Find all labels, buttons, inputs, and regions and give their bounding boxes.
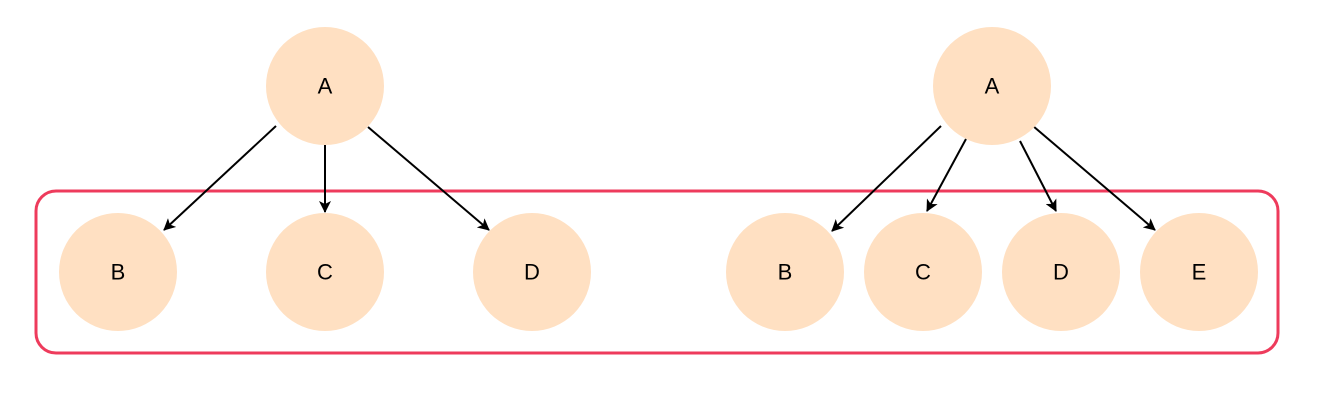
node-label: D — [524, 260, 540, 285]
node-label: B — [111, 260, 126, 285]
edge-tree2-a-to-c — [926, 138, 967, 212]
node-label: D — [1053, 260, 1069, 285]
node-circle — [266, 27, 384, 145]
edge-tree1-a-to-d — [367, 126, 490, 231]
node-circle — [473, 213, 591, 331]
tree-2-child-node-c: C — [864, 213, 982, 331]
tree-2-child-node-d: D — [1002, 213, 1120, 331]
edge-tree2-a-to-d — [1019, 140, 1057, 212]
node-circle — [1002, 213, 1120, 331]
node-label: A — [318, 74, 333, 99]
node-label: B — [778, 260, 793, 285]
edge-tree1-a-to-b — [163, 125, 277, 231]
node-circle — [266, 213, 384, 331]
node-circle — [726, 213, 844, 331]
tree-1-edges — [163, 125, 490, 231]
node-label: A — [985, 74, 1000, 99]
node-circle — [1140, 213, 1258, 331]
tree-1-root-node: A — [266, 27, 384, 145]
children-group-highlight — [34, 189, 1280, 355]
node-circle — [864, 213, 982, 331]
tree-2-child-node-b: B — [726, 213, 844, 331]
node-circle — [933, 27, 1051, 145]
node-label: C — [317, 260, 333, 285]
node-label: E — [1192, 260, 1207, 285]
tree-2-edges — [831, 125, 1156, 232]
edge-tree2-a-to-e — [1032, 125, 1156, 231]
node-circle — [59, 213, 177, 331]
tree-1-child-node-b: B — [59, 213, 177, 331]
tree-1-child-node-c: C — [266, 213, 384, 331]
tree-2-child-node-e: E — [1140, 213, 1258, 331]
tree-1-child-node-d: D — [473, 213, 591, 331]
edge-tree2-a-to-b — [831, 125, 942, 232]
node-label: C — [915, 260, 931, 285]
tree-2-root-node: A — [933, 27, 1051, 145]
